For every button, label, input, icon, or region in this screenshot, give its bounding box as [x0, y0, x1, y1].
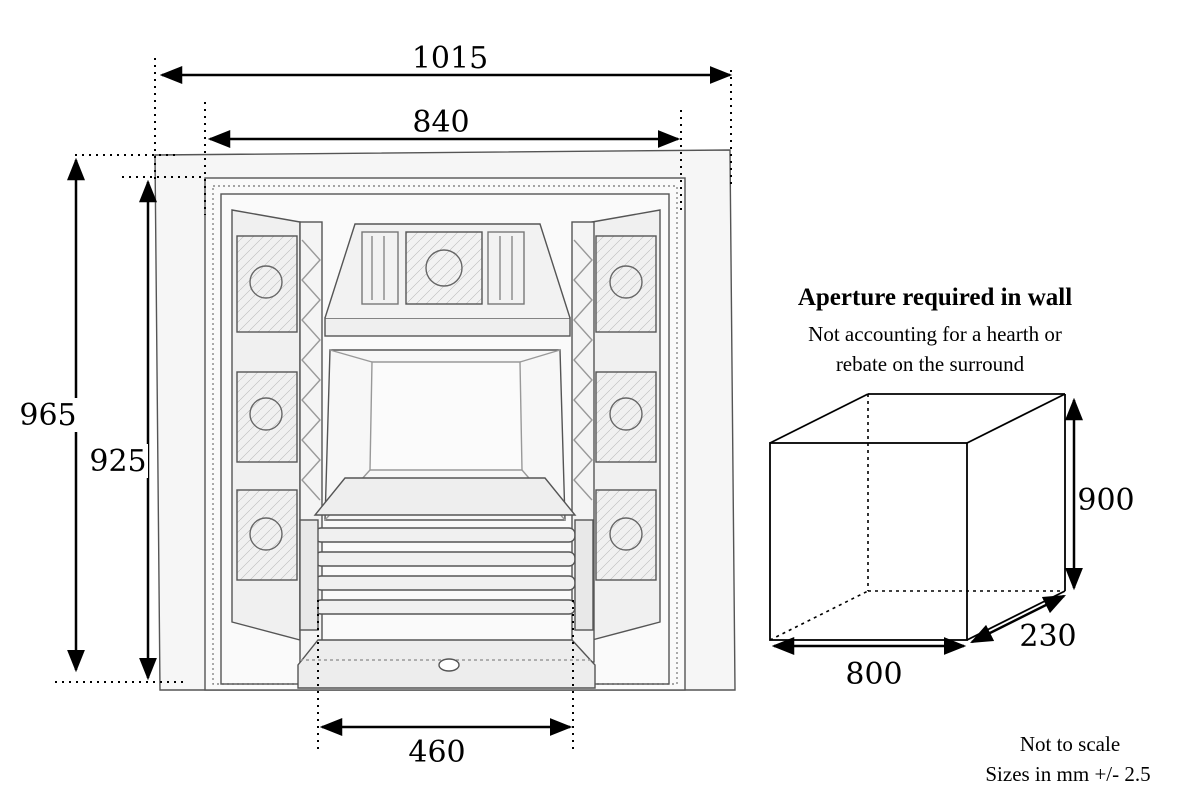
fender-base [297, 639, 596, 689]
aperture-height-label: 900 [1077, 483, 1134, 518]
aperture-depth-arrow [969, 594, 1067, 644]
grate-width-label: 460 [408, 735, 465, 770]
inner-height-label: 925 [89, 444, 146, 479]
right-tile-panel [591, 209, 661, 641]
scale-note: Not to scale [1019, 732, 1121, 756]
aperture-box [769, 393, 1066, 641]
aperture-title: Aperture required in wall [797, 284, 1073, 311]
grate-basket [299, 477, 594, 631]
overall-height-label: 965 [19, 398, 76, 433]
left-tile-panel [231, 209, 301, 641]
overall-width-label: 1015 [412, 41, 488, 76]
units-note: Sizes in mm +/- 2.5 [985, 762, 1151, 786]
dimension-lines [55, 58, 733, 750]
inner-width-label: 840 [412, 105, 469, 140]
aperture-subtitle-line1: Not accounting for a hearth or [808, 322, 1062, 346]
dimension-labels: 1015 840 965 925 460 [19, 41, 488, 770]
aperture-depth-label: 230 [1019, 619, 1076, 654]
aperture-dimension-arrows [771, 397, 1083, 655]
aperture-dimension-labels: 900 230 800 [845, 483, 1134, 692]
aperture-width-label: 800 [845, 657, 902, 692]
canopy [324, 223, 571, 337]
aperture-subtitle-line2: rebate on the surround [835, 352, 1025, 376]
fireplace-insert-illustration [154, 149, 736, 691]
